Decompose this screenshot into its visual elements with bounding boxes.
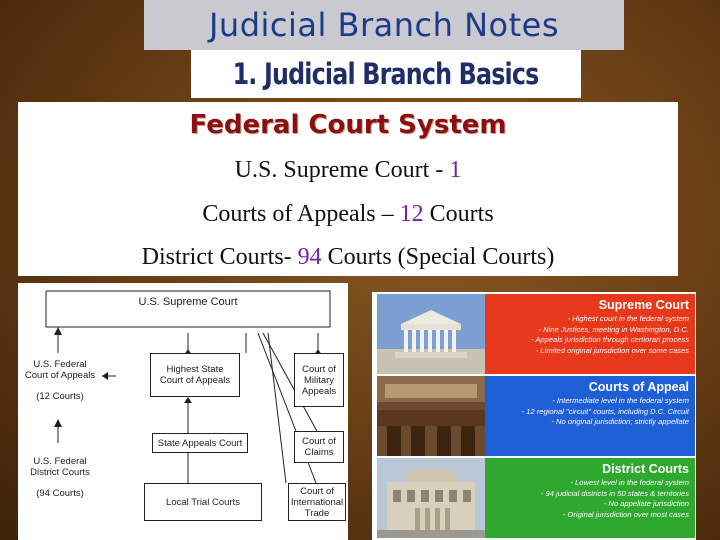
military-line2: Military [303,374,335,386]
courts-of-appeal-band: Courts of Appeal - Intermediate level in… [377,376,695,456]
supreme-court-building-image [377,294,485,374]
appeals-label: Courts of Appeals – [202,201,400,227]
diagram-state-highest: Highest State Court of Appeals [150,353,240,397]
district-count: 94 [297,244,322,270]
district-band-line: - Original jurisdiction over most cases [562,509,689,519]
court-levels-panel: Supreme Court - Highest court in the fed… [372,292,696,540]
district-suffix: Courts (Special Courts) [321,244,555,270]
state-appeals-court-label: State Appeals Court [157,437,243,449]
federal-court-system-box: Federal Court System U.S. Supreme Court … [18,102,678,276]
district-line: District Courts- 94 Courts (Special Cour… [18,244,678,271]
intl-line2: International [290,496,344,508]
appeal-band-line: - Intermediate level in the federal syst… [552,396,689,405]
federal-court-system-heading: Federal Court System [189,110,507,140]
diagram-state-appeals-court: State Appeals Court [152,433,248,453]
diagram-fed-district: U.S. Federal District Courts (94 Courts) [20,449,100,505]
supreme-court-line: U.S. Supreme Court - 1 [18,157,678,184]
claims-line1: Court of [302,436,336,447]
court-hierarchy-diagram: U.S. Supreme Court U.S. Federal Court of… [18,283,348,540]
district-band-line: - No appellate jurisdiction [603,499,689,508]
appeals-suffix: Courts [423,201,494,227]
district-label: District Courts- [141,244,298,270]
page-title: Judicial Branch Notes [144,0,624,50]
military-line3: Appeals [301,385,337,397]
intl-line3: Trade [304,507,330,519]
section-subtitle-text: 1. Judicial Branch Basics [233,57,540,91]
fed-appeals-line2: Court of Appeals [24,369,96,381]
district-band-line: - Lowest level in the federal system [570,478,689,487]
supreme-band-line: - Appeals jurisdiction through certiorar… [531,335,689,344]
supreme-court-band: Supreme Court - Highest court in the fed… [377,294,695,374]
diagram-local-trial: Local Trial Courts [144,483,262,521]
section-subtitle: 1. Judicial Branch Basics [191,50,581,98]
fed-district-line1: U.S. Federal [33,455,87,467]
district-courthouse-image [377,458,485,538]
claims-line2: Claims [304,447,334,458]
supreme-band-line: - Highest court in the federal system [567,314,689,323]
diagram-international-trade: Court of International Trade [288,483,346,521]
military-line1: Court of [302,363,336,375]
state-highest-line2: Court of Appeals [159,375,231,386]
fed-district-count: (94 Courts) [36,487,84,499]
district-band-line: - 94 judicial districts in 50 states & t… [540,488,689,498]
supreme-band-heading: Supreme Court [598,298,689,312]
appeal-band-line: - No original jurisdiction; strictly app… [551,417,689,426]
diagram-military-appeals: Court of Military Appeals [294,353,344,407]
supreme-band-line: - Nine Justices, meeting in Washington, … [538,324,689,334]
district-band-heading: District Courts [602,462,689,476]
local-trial-label: Local Trial Courts [166,496,240,508]
state-highest-line1: Highest State [166,364,224,375]
supreme-label: U.S. Supreme Court - [234,157,450,183]
diagram-supreme-court: U.S. Supreme Court [138,296,238,308]
courtroom-image [377,376,485,456]
supreme-band-line: - Limited original jurisdiction over som… [535,345,689,355]
fed-district-line2: District Courts [30,466,90,478]
district-courts-band: District Courts - Lowest level in the fe… [377,458,695,538]
intl-line1: Court of [300,485,334,497]
supreme-count: 1 [449,157,462,183]
appeal-band-line: - 12 regional "circuit" courts, includin… [521,406,689,416]
appeals-count: 12 [399,201,424,227]
appeals-line: Courts of Appeals – 12 Courts [18,201,678,228]
diagram-fed-appeals: U.S. Federal Court of Appeals (12 Courts… [20,353,100,407]
diagram-court-of-claims: Court of Claims [294,431,344,463]
appeal-band-heading: Courts of Appeal [588,380,689,394]
fed-appeals-count: (12 Courts) [36,390,84,402]
fed-appeals-line1: U.S. Federal [33,358,87,370]
